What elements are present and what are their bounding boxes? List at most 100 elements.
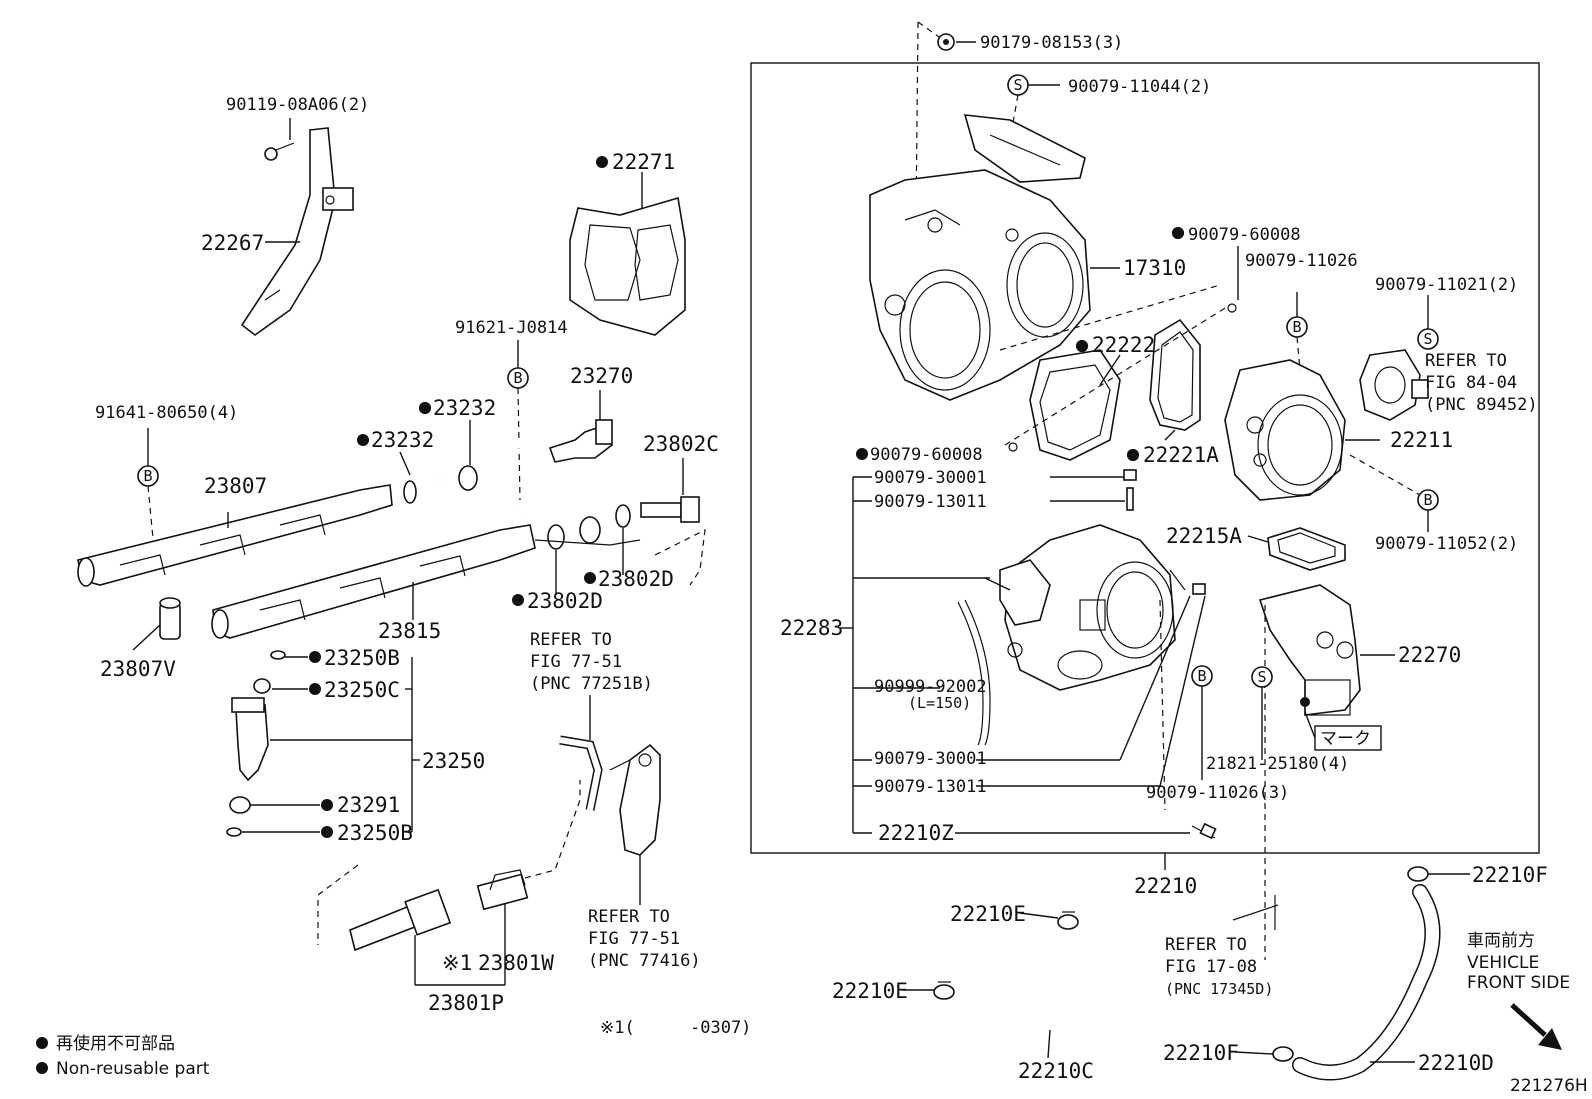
- throttle-body-assy-22283: [999, 524, 1176, 691]
- label-22215A: 22215A: [1166, 524, 1242, 548]
- label-22271: 22271: [612, 150, 675, 174]
- legend-jp: 再使用不可部品: [56, 1033, 175, 1054]
- hose-22210D: [1292, 884, 1441, 1081]
- label-23250B-b: 23250B: [337, 821, 413, 845]
- label-90079-30001-a: 90079-30001: [874, 468, 987, 488]
- label-22210Z: 22210Z: [878, 821, 954, 845]
- label-22210F-b: 22210F: [1163, 1041, 1239, 1065]
- label-22210E-a: 22210E: [950, 902, 1026, 926]
- label-22210: 22210: [1134, 874, 1197, 898]
- callout-b-1: B: [1286, 316, 1308, 338]
- callout-b-4: B: [507, 367, 529, 389]
- label-23801W: 23801W: [478, 951, 554, 975]
- svg-text:B: B: [143, 467, 152, 485]
- label-90079-11052: 90079-11052(2): [1375, 534, 1518, 554]
- label-fig-77-51-a: FIG 77-51: [530, 652, 622, 672]
- clamp-22210E-2: [933, 981, 955, 1000]
- label-fig-77-51-b: FIG 77-51: [588, 929, 680, 949]
- label-22211: 22211: [1390, 428, 1453, 452]
- gasket-plate-top: [963, 114, 1086, 183]
- label-23815: 23815: [378, 619, 441, 643]
- label-footnote-date: -0307): [690, 1018, 751, 1038]
- label-23807: 23807: [204, 474, 267, 498]
- label-23802C: 23802C: [643, 432, 719, 456]
- label-22210C: 22210C: [1018, 1059, 1094, 1083]
- clamp-22210F-1: [1407, 866, 1470, 882]
- label-23802D-a: 23802D: [598, 567, 674, 591]
- label-pnc-17345D: (PNC 17345D): [1165, 980, 1273, 998]
- label-90079-13011-a: 90079-13011: [874, 492, 987, 512]
- label-90079-60008-a: 90079-60008: [1188, 225, 1301, 245]
- label-fig-84-04: FIG 84-04: [1425, 373, 1517, 393]
- bolt-90179-08153: [937, 33, 955, 51]
- label-22210F-a: 22210F: [1472, 863, 1548, 887]
- label-22270: 22270: [1398, 643, 1461, 667]
- union-bolt-23802C: [640, 496, 700, 523]
- valve-22270: [1258, 584, 1361, 716]
- label-90079-30001-b: 90079-30001: [874, 749, 987, 769]
- label-90079-11026: 90079-11026: [1245, 251, 1358, 271]
- hose-22210C: [954, 934, 1093, 1032]
- clamp-22210E-1: [1057, 911, 1079, 930]
- label-23250B-a: 23250B: [324, 646, 400, 670]
- label-front-side: FRONT SIDE: [1467, 973, 1570, 993]
- callout-s-2: S: [1417, 328, 1439, 350]
- callout-b-3: B: [1191, 665, 1213, 687]
- label-mark-1: ※1: [442, 951, 472, 975]
- label-mark: マーク: [1320, 729, 1371, 749]
- label-22267: 22267: [201, 231, 264, 255]
- label-22221A: 22221A: [1143, 443, 1219, 467]
- label-pnc-77251B: (PNC 77251B): [530, 674, 653, 694]
- label-vehicle-jp: 車両前方: [1467, 931, 1535, 951]
- label-22210D: 22210D: [1418, 1051, 1494, 1075]
- callout-b-5: B: [137, 465, 159, 487]
- label-23801P: 23801P: [428, 991, 504, 1015]
- label-23291: 23291: [337, 793, 400, 817]
- label-91641-80650: 91641-80650(4): [95, 403, 238, 423]
- label-90079-13011-b: 90079-13011: [874, 777, 987, 797]
- label-23270: 23270: [570, 364, 633, 388]
- label-23232-b: 23232: [371, 428, 434, 452]
- label-90999-92002: 90999-92002: [874, 677, 987, 697]
- label-vehicle: VEHICLE: [1467, 953, 1539, 973]
- throttle-body-22211: [1224, 359, 1346, 501]
- sensor-23270: [548, 419, 613, 463]
- assembly-frame: [750, 62, 1540, 854]
- gasket-22271: [569, 196, 686, 336]
- label-90079-11044: 90079-11044(2): [1068, 77, 1211, 97]
- gasket-22222: [1029, 349, 1121, 461]
- label-22222: 22222: [1092, 333, 1155, 357]
- fuel-rail-23815: [211, 524, 641, 639]
- label-23807V: 23807V: [100, 657, 176, 681]
- svg-text:B: B: [1423, 491, 1432, 509]
- label-pnc-89452: (PNC 89452): [1425, 395, 1538, 415]
- svg-text:B: B: [1197, 667, 1206, 685]
- label-l150: (L=150): [908, 694, 971, 712]
- bolt-22210Z: [1191, 822, 1217, 840]
- label-figure-id: 221276H: [1510, 1076, 1588, 1096]
- vehicle-front-arrow: [1510, 1003, 1562, 1050]
- bracket-77416: [609, 743, 661, 856]
- sensor-plate: [1359, 349, 1429, 421]
- connector-23801P: [349, 888, 452, 952]
- label-23802D-b: 23802D: [527, 589, 603, 613]
- hose-90999: [964, 599, 991, 746]
- label-refer-to-77-a: REFER TO: [530, 630, 612, 650]
- washer-23232: [403, 480, 417, 504]
- callout-b-2: B: [1417, 489, 1439, 511]
- label-22283: 22283: [780, 616, 843, 640]
- svg-text:B: B: [1292, 318, 1301, 336]
- label-90079-11026-3: 90079-11026(3): [1146, 783, 1289, 803]
- label-footnote-prefix: ※1(: [600, 1018, 635, 1038]
- label-23250: 23250: [422, 749, 485, 773]
- label-refer-to-77-b: REFER TO: [588, 907, 670, 927]
- label-fig-17-08: FIG 17-08: [1165, 957, 1257, 977]
- legend-en: Non-reusable part: [56, 1059, 210, 1079]
- connector-23801W: [476, 869, 529, 911]
- label-90079-11021: 90079-11021(2): [1375, 275, 1518, 295]
- gasket-22215A: [1267, 527, 1346, 571]
- svg-text:S: S: [1013, 76, 1022, 94]
- label-refer-to-17: REFER TO: [1165, 935, 1247, 955]
